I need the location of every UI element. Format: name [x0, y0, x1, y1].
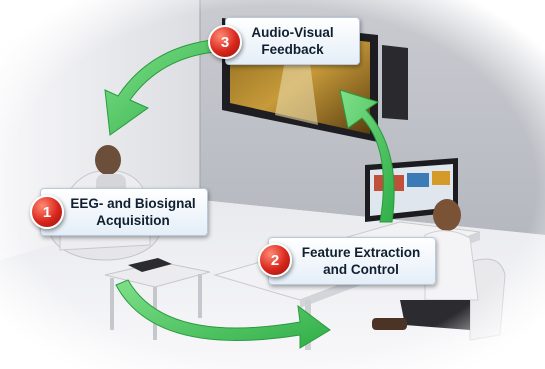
- step-2-label: Feature Extraction and Control: [269, 244, 435, 278]
- step-1-callout: EEG- and Biosignal Acquisition: [40, 188, 208, 236]
- step-2-badge: 2: [258, 243, 292, 277]
- step-1-line2: Acquisition: [96, 213, 170, 228]
- step-1-line1: EEG- and Biosignal: [70, 196, 196, 211]
- step-1-label: EEG- and Biosignal Acquisition: [41, 195, 207, 229]
- step-2-line2: and Control: [323, 262, 399, 277]
- step-3-line2: Feedback: [261, 42, 324, 57]
- step-3-label: Audio-Visual Feedback: [226, 24, 359, 58]
- step-3-callout: Audio-Visual Feedback: [225, 17, 360, 65]
- step-2-callout: Feature Extraction and Control: [268, 237, 436, 285]
- step-3-line1: Audio-Visual: [251, 25, 334, 40]
- step-3-badge: 3: [208, 25, 242, 59]
- step-2-line1: Feature Extraction: [301, 245, 421, 260]
- step-1-badge: 1: [30, 195, 64, 229]
